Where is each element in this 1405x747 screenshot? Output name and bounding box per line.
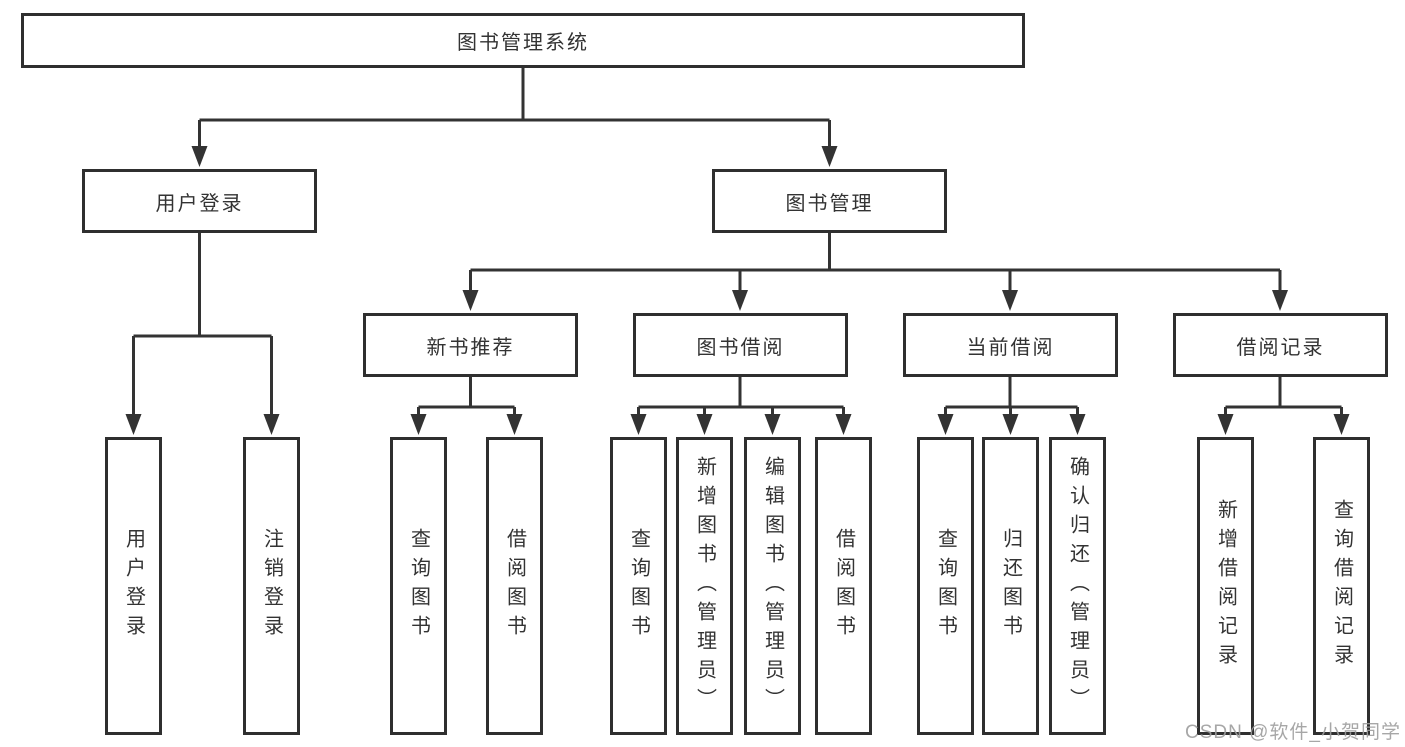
leaf-query-books-recommend: 查询图书: [390, 437, 447, 735]
node-book-management: 图书管理: [712, 169, 947, 233]
arrowheads: [125, 146, 1350, 435]
leaf-add-books-admin: 新增图书（管理员）: [676, 437, 733, 735]
node-user-login: 用户登录: [82, 169, 317, 233]
leaf-borrow-books: 借阅图书: [815, 437, 872, 735]
leaf-edit-books-admin: 编辑图书（管理员）: [744, 437, 801, 735]
connector-strokes: [132, 68, 1343, 414]
node-current-borrow: 当前借阅: [903, 313, 1118, 377]
leaf-borrow-books-recommend: 借阅图书: [486, 437, 543, 735]
leaf-query-books-borrow: 查询图书: [610, 437, 667, 735]
leaf-logout: 注销登录: [243, 437, 300, 735]
node-new-book-recommend: 新书推荐: [363, 313, 578, 377]
leaf-user-login: 用户登录: [105, 437, 162, 735]
leaf-confirm-return-admin: 确认归还（管理员）: [1049, 437, 1106, 735]
leaf-return-books: 归还图书: [982, 437, 1039, 735]
node-book-borrow: 图书借阅: [633, 313, 848, 377]
leaf-query-books-current: 查询图书: [917, 437, 974, 735]
node-root-title: 图书管理系统: [21, 13, 1025, 68]
leaf-add-borrow-record: 新增借阅记录: [1197, 437, 1254, 735]
csdn-watermark: CSDN @软件_小贺同学: [1185, 722, 1401, 743]
leaf-query-borrow-record: 查询借阅记录: [1313, 437, 1370, 735]
node-borrow-records: 借阅记录: [1173, 313, 1388, 377]
